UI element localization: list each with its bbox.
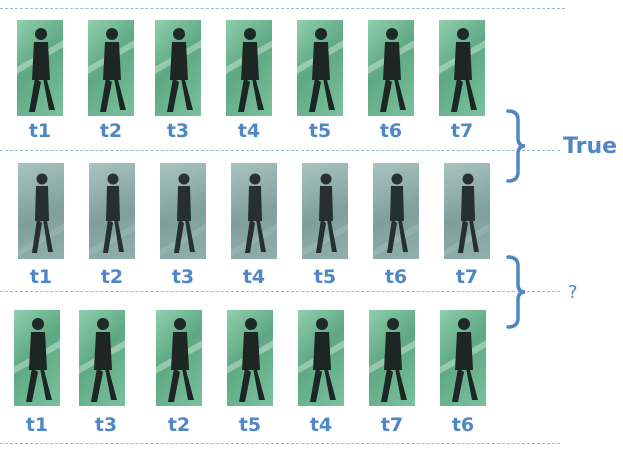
frame-label: t1 bbox=[29, 266, 53, 288]
dashed-separator-line bbox=[0, 150, 560, 151]
right-brace-icon bbox=[506, 255, 526, 329]
frame-label: t1 bbox=[28, 120, 52, 142]
pedestrian-frame-image bbox=[444, 163, 490, 259]
frame-label: t4 bbox=[309, 414, 333, 436]
frame-label: t6 bbox=[451, 414, 475, 436]
frame-label: t3 bbox=[166, 120, 190, 142]
frame-label: t2 bbox=[167, 414, 191, 436]
pedestrian-frame-image bbox=[231, 163, 277, 259]
dashed-separator-line bbox=[0, 8, 565, 9]
frame-label: t2 bbox=[100, 266, 124, 288]
frame-label: t3 bbox=[94, 414, 118, 436]
pedestrian-frame-image bbox=[369, 310, 415, 406]
pedestrian-frame-image bbox=[302, 163, 348, 259]
frame-label: t7 bbox=[455, 266, 479, 288]
pedestrian-frame-image bbox=[298, 310, 344, 406]
dashed-separator-line bbox=[0, 291, 560, 292]
pedestrian-frame-image bbox=[18, 163, 64, 259]
frame-label: t4 bbox=[237, 120, 261, 142]
pedestrian-frame-image bbox=[297, 20, 343, 116]
pedestrian-frame-image bbox=[227, 310, 273, 406]
dashed-separator-line bbox=[0, 443, 560, 444]
frame-label: t5 bbox=[308, 120, 332, 142]
pedestrian-frame-image bbox=[368, 20, 414, 116]
frame-label: t2 bbox=[99, 120, 123, 142]
frame-label: t5 bbox=[313, 266, 337, 288]
pedestrian-frame-image bbox=[17, 20, 63, 116]
pedestrian-frame-image bbox=[155, 20, 201, 116]
pedestrian-frame-image bbox=[226, 20, 272, 116]
pedestrian-frame-image bbox=[156, 310, 202, 406]
frame-label: t7 bbox=[380, 414, 404, 436]
pedestrian-frame-image bbox=[160, 163, 206, 259]
frame-label: t5 bbox=[238, 414, 262, 436]
pedestrian-frame-image bbox=[14, 310, 60, 406]
pedestrian-frame-image bbox=[439, 20, 485, 116]
frame-label: t1 bbox=[25, 414, 49, 436]
frame-label: t3 bbox=[171, 266, 195, 288]
frame-label: t6 bbox=[384, 266, 408, 288]
pedestrian-frame-image bbox=[79, 310, 125, 406]
comparison-result-label: True bbox=[563, 134, 618, 159]
frame-label: t7 bbox=[450, 120, 474, 142]
frame-label: t6 bbox=[379, 120, 403, 142]
pedestrian-frame-image bbox=[88, 20, 134, 116]
pedestrian-frame-image bbox=[440, 310, 486, 406]
pedestrian-frame-image bbox=[89, 163, 135, 259]
comparison-result-label: ? bbox=[568, 282, 578, 303]
pedestrian-frame-image bbox=[373, 163, 419, 259]
right-brace-icon bbox=[506, 109, 526, 183]
frame-label: t4 bbox=[242, 266, 266, 288]
